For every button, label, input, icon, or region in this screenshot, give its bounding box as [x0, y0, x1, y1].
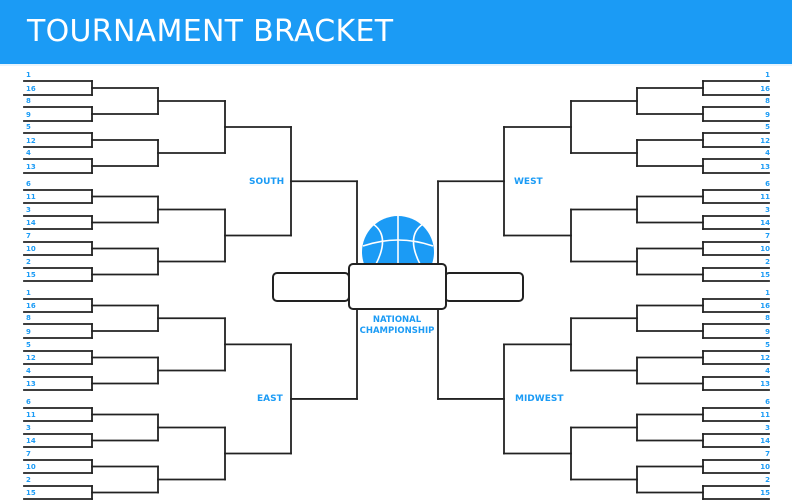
seed-label-left: 6 [26, 180, 31, 188]
seed-label-left: 11 [26, 411, 36, 419]
seed-label-left: 10 [26, 463, 36, 471]
national-championship-label: NATIONAL CHAMPIONSHIP [352, 315, 442, 337]
seed-label-left: 14 [26, 437, 36, 445]
seed-label-left: 2 [26, 258, 31, 266]
seed-label-left: 3 [26, 424, 31, 432]
seed-label-left: 13 [26, 380, 36, 388]
semifinal-slot-right[interactable] [444, 272, 524, 302]
seed-label-right: 5 [765, 123, 770, 131]
seed-label-right: 3 [765, 424, 770, 432]
seed-label-right: 10 [760, 245, 770, 253]
seed-label-left: 6 [26, 398, 31, 406]
seed-label-left: 3 [26, 206, 31, 214]
champ-label-line1: NATIONAL [372, 315, 422, 325]
seed-label-right: 16 [760, 85, 770, 93]
seed-label-right: 2 [765, 258, 770, 266]
seed-label-right: 7 [765, 450, 770, 458]
header-divider [0, 64, 792, 66]
seed-label-left: 1 [26, 71, 31, 79]
seed-label-right: 15 [760, 271, 770, 279]
seed-label-left: 8 [26, 97, 31, 105]
seed-label-right: 12 [760, 354, 770, 362]
region-label-west: WEST [514, 177, 543, 187]
seed-label-left: 1 [26, 289, 31, 297]
seed-label-left: 16 [26, 85, 36, 93]
seed-label-left: 7 [26, 450, 31, 458]
seed-label-left: 11 [26, 193, 36, 201]
seed-label-right: 9 [765, 328, 770, 336]
seed-label-right: 1 [765, 71, 770, 79]
seed-label-right: 8 [765, 97, 770, 105]
seed-label-right: 6 [765, 398, 770, 406]
seed-label-right: 13 [760, 163, 770, 171]
seed-label-right: 11 [760, 411, 770, 419]
champ-label-line2: CHAMPIONSHIP [359, 326, 435, 336]
seed-label-right: 3 [765, 206, 770, 214]
seed-label-right: 8 [765, 314, 770, 322]
seed-label-left: 4 [26, 149, 31, 157]
champion-slot[interactable] [348, 263, 447, 310]
seed-label-left: 16 [26, 302, 36, 310]
seed-label-right: 6 [765, 180, 770, 188]
seed-label-left: 12 [26, 137, 36, 145]
seed-label-left: 15 [26, 489, 36, 497]
seed-label-right: 5 [765, 341, 770, 349]
seed-label-right: 16 [760, 302, 770, 310]
seed-label-right: 14 [760, 437, 770, 445]
seed-label-right: 2 [765, 476, 770, 484]
basketball-icon [362, 216, 434, 264]
seed-label-left: 2 [26, 476, 31, 484]
semifinal-slot-left[interactable] [272, 272, 350, 302]
seed-label-right: 13 [760, 380, 770, 388]
seed-label-right: 15 [760, 489, 770, 497]
region-label-south: SOUTH [249, 177, 285, 187]
seed-label-left: 12 [26, 354, 36, 362]
seed-label-right: 4 [765, 367, 770, 375]
seed-label-left: 5 [26, 123, 31, 131]
seed-label-left: 7 [26, 232, 31, 240]
seed-label-right: 11 [760, 193, 770, 201]
page-title: TOURNAMENT BRACKET [27, 14, 394, 49]
seed-label-right: 4 [765, 149, 770, 157]
seed-label-left: 9 [26, 328, 31, 336]
seed-label-left: 13 [26, 163, 36, 171]
seed-label-left: 8 [26, 314, 31, 322]
seed-label-left: 10 [26, 245, 36, 253]
seed-label-right: 14 [760, 219, 770, 227]
seed-label-right: 9 [765, 111, 770, 119]
seed-label-right: 10 [760, 463, 770, 471]
region-label-midwest: MIDWEST [515, 394, 564, 404]
seed-label-left: 5 [26, 341, 31, 349]
seed-label-left: 9 [26, 111, 31, 119]
seed-label-left: 14 [26, 219, 36, 227]
seed-label-left: 15 [26, 271, 36, 279]
seed-label-left: 4 [26, 367, 31, 375]
seed-label-right: 1 [765, 289, 770, 297]
region-label-east: EAST [257, 394, 283, 404]
seed-label-right: 7 [765, 232, 770, 240]
header-bar: TOURNAMENT BRACKET [0, 0, 792, 64]
seed-label-right: 12 [760, 137, 770, 145]
